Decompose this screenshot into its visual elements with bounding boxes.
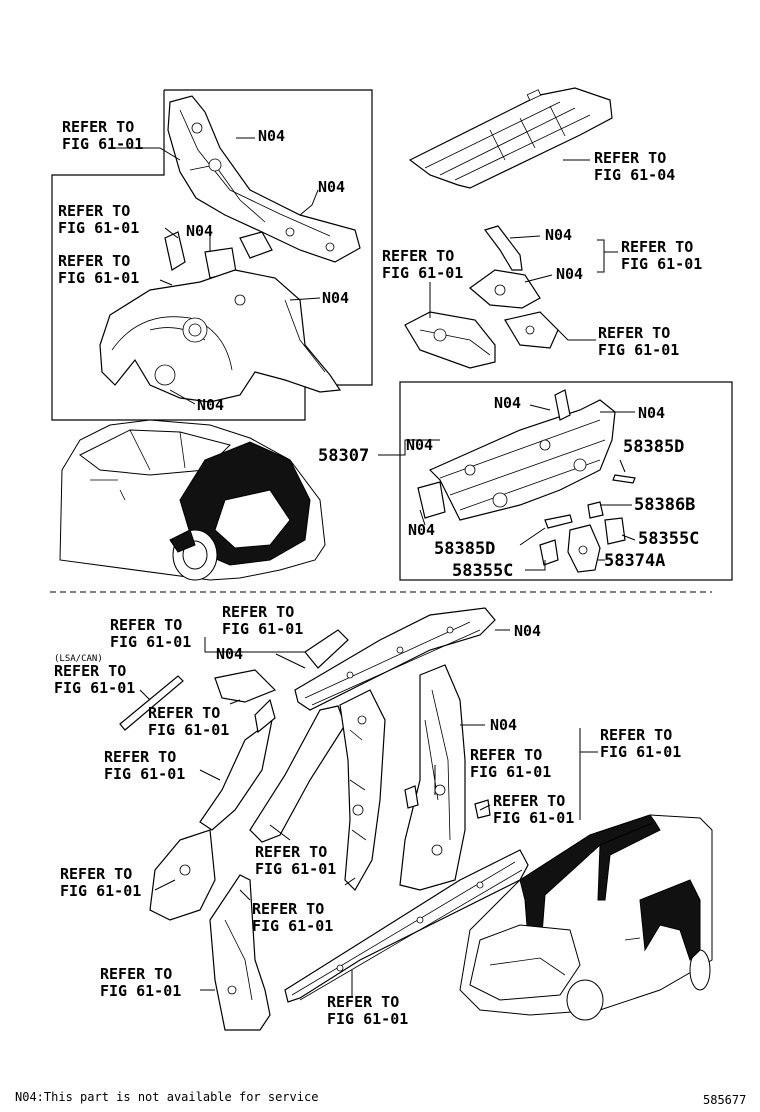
- n04-label: N04: [216, 645, 243, 663]
- part-58355C[interactable]: [604, 517, 626, 545]
- part-number-label: 58307: [318, 446, 369, 466]
- upper-left-bracket[interactable]: [164, 231, 186, 271]
- front-pillar-upper[interactable]: [254, 698, 276, 734]
- n04-label: N04: [545, 226, 572, 244]
- n04-label: N04: [408, 521, 435, 539]
- back-panel-stay[interactable]: [554, 389, 571, 421]
- n04-label: N04: [406, 436, 433, 454]
- diagram-id: 585677: [703, 1093, 746, 1107]
- n04-label: N04: [318, 178, 345, 196]
- front-pillar-outer-reinforcement[interactable]: [249, 705, 346, 843]
- n04-label: N04: [322, 289, 349, 307]
- center-pillar-outer[interactable]: [399, 664, 466, 891]
- n04-label: N04: [197, 396, 224, 414]
- part-number-label: 58386B: [634, 495, 695, 515]
- n04-label: N04: [186, 222, 213, 240]
- n04-label: N04: [514, 622, 541, 640]
- lsa-can-reinforcement[interactable]: [119, 675, 184, 731]
- part-58355C[interactable]: [539, 539, 559, 566]
- part-number-label: 58385D: [434, 539, 495, 559]
- front-pillar-lower[interactable]: [209, 874, 271, 1031]
- center-pillar-inner[interactable]: [339, 689, 386, 891]
- back-panel-side[interactable]: [417, 481, 446, 519]
- back-panel-group: 58307 N04 N04 N04 N04 58385D 58386B 5835…: [318, 381, 733, 581]
- roof-header-bracket[interactable]: [304, 629, 349, 669]
- part-number-label: 58355C: [638, 529, 699, 549]
- rear-floor-pan[interactable]: [408, 87, 613, 189]
- footnote: N04:This part is not available for servi…: [15, 1090, 318, 1104]
- rear-car-illustration: [59, 419, 326, 581]
- roof-side-bracket[interactable]: [214, 669, 277, 703]
- rear-floor-side-member[interactable]: [404, 311, 496, 369]
- part-number-label: 58374A: [604, 551, 665, 571]
- tail-lamp-bracket[interactable]: [484, 225, 523, 271]
- part-58385D[interactable]: [612, 474, 636, 484]
- n04-label: N04: [258, 127, 285, 145]
- rear-wheel-house-panel[interactable]: [99, 269, 342, 403]
- back-panel-outer[interactable]: [428, 399, 616, 521]
- n04-label: N04: [556, 265, 583, 283]
- part-number-label: 58385D: [623, 437, 684, 457]
- back-panel-group-box: [399, 381, 733, 581]
- n04-label: N04: [490, 716, 517, 734]
- center-pillar-bracket[interactable]: [404, 785, 419, 809]
- part-number-label: 58355C: [452, 561, 513, 581]
- part-58386B[interactable]: [587, 501, 604, 519]
- quarter-bracket[interactable]: [239, 231, 273, 259]
- front-car-illustration: [459, 814, 713, 1021]
- part-58385D[interactable]: [544, 514, 573, 529]
- upper-quarter-inner-panel[interactable]: [167, 95, 361, 263]
- quarter-panel-group-box: [51, 89, 373, 421]
- front-pillar-inner[interactable]: [199, 718, 273, 831]
- n04-label: N04: [494, 394, 521, 412]
- n04-label: N04: [638, 404, 665, 422]
- cowl-side-panel[interactable]: [149, 829, 216, 921]
- lsa-can-note: (LSA/CAN): [54, 654, 103, 664]
